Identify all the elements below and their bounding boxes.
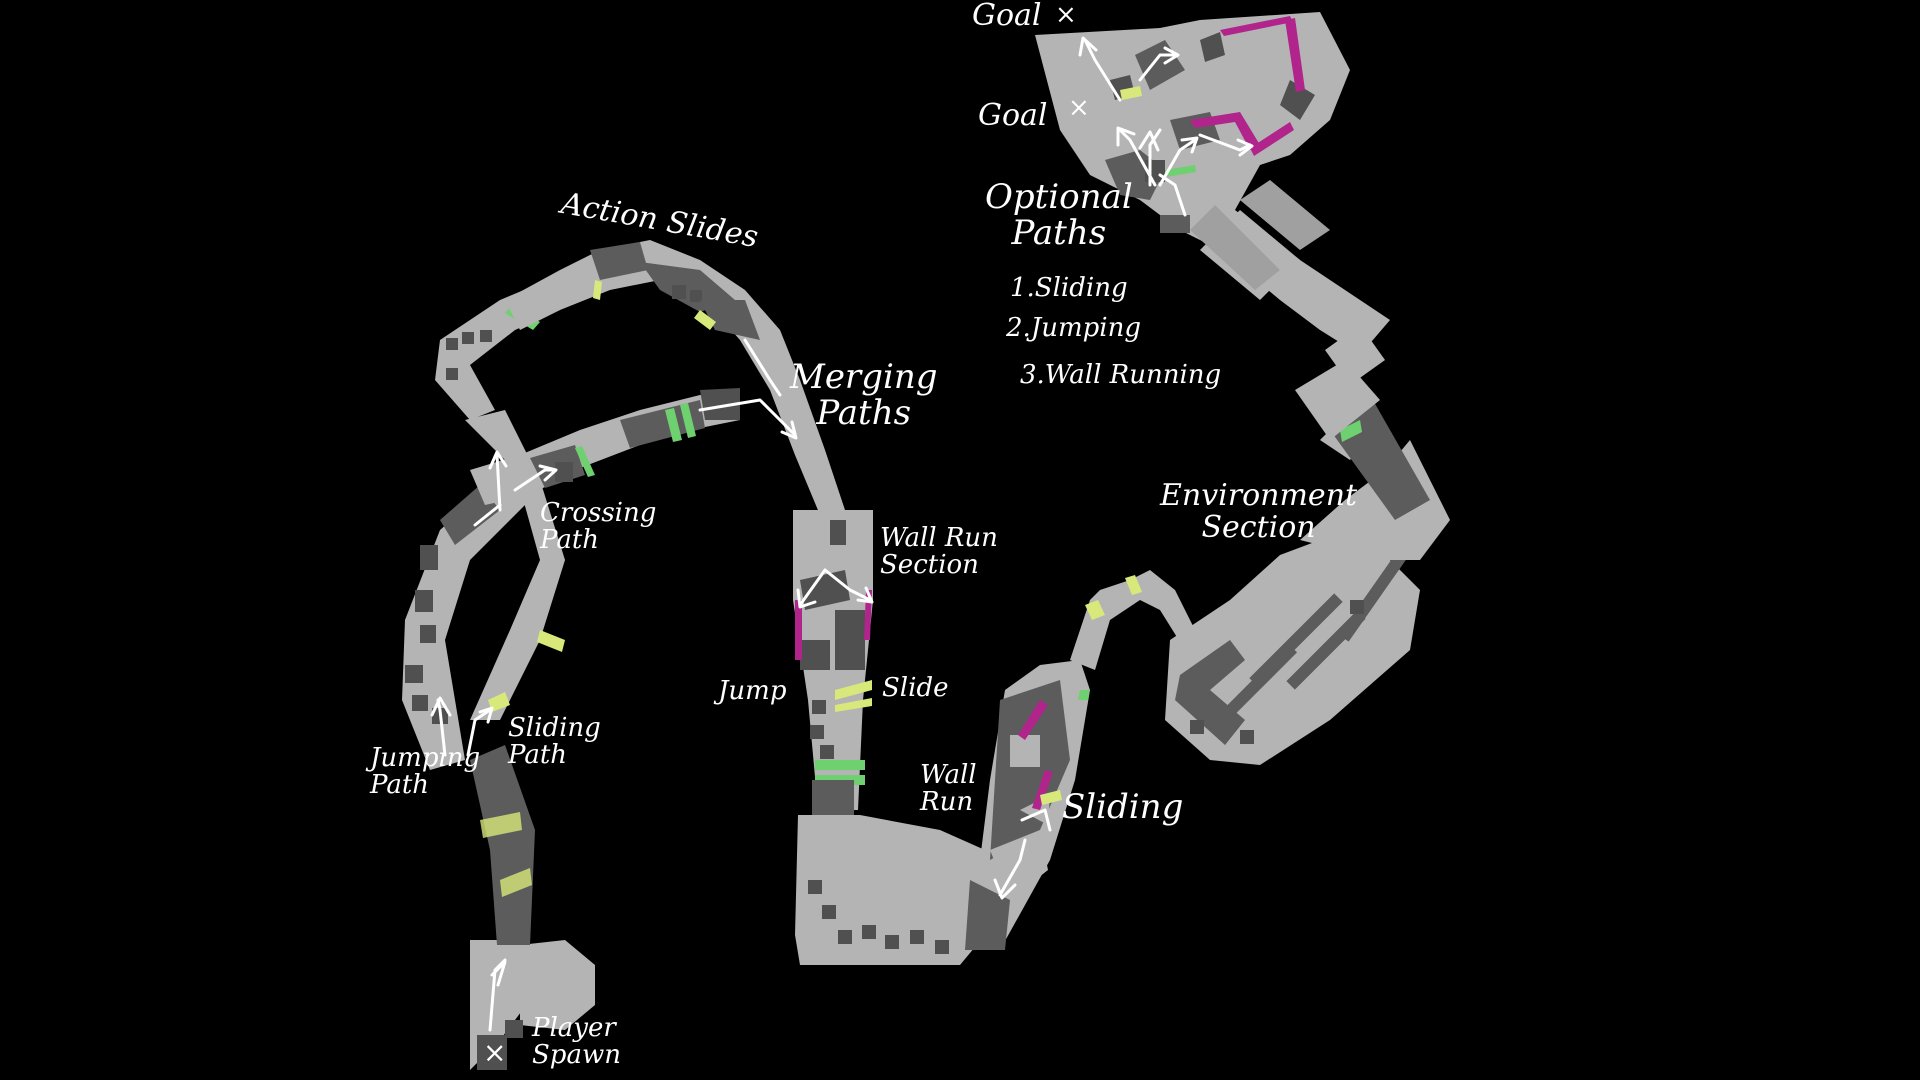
environment-section [1165, 528, 1424, 765]
action-slides-arc [505, 240, 845, 515]
label-jumping-path: Jumping Path [370, 743, 481, 801]
marker-spawn: × [483, 1036, 507, 1069]
label-optional-3: 3.Wall Running [1020, 360, 1222, 390]
label-sliding: Sliding [1062, 787, 1184, 827]
arrow-merge-2 [743, 338, 782, 397]
marker-goal-top: × [1055, 0, 1077, 30]
connector-corridor [1070, 570, 1200, 670]
label-player-spawn: Player Spawn [532, 1013, 621, 1071]
wall-run-section [793, 510, 873, 840]
arrow-crossing-up [495, 453, 502, 512]
label-optional-paths: Optional Paths [985, 177, 1133, 253]
label-goal-top: Goal [972, 0, 1042, 33]
spawn-room [470, 940, 595, 1070]
label-goal-mid: Goal [978, 98, 1048, 133]
arrow-goal-3 [1118, 128, 1157, 187]
arrow-wallrun [798, 568, 872, 607]
marker-goal-mid: × [1068, 93, 1090, 123]
label-environment-section: Environment Section [1160, 478, 1358, 545]
arrow-goal-1 [1148, 128, 1162, 187]
label-sliding-path: Sliding Path [508, 713, 601, 771]
goal-area [1035, 12, 1390, 355]
label-optional-2: 2.Jumping [1006, 313, 1141, 343]
sliding-column [965, 660, 1090, 950]
label-jump: Jump [718, 676, 787, 706]
label-wall-run-section: Wall Run Section [880, 523, 998, 581]
arrow-sliding [466, 708, 492, 757]
label-wall-run: Wall Run [920, 760, 977, 818]
arrow-slide-col [998, 838, 1027, 897]
arrow-goal-4 [1083, 38, 1122, 102]
label-slide: Slide [882, 673, 949, 703]
lower-corridor [470, 745, 535, 945]
arrow-goal-5 [1198, 133, 1252, 152]
label-merging-paths: Merging Paths [790, 357, 938, 433]
arrow-goal-6 [1138, 53, 1177, 82]
label-crossing-path: Crossing Path [540, 498, 657, 556]
arrow-merge-1 [698, 398, 797, 437]
arrow-crossing-left [473, 503, 502, 527]
label-optional-1: 1.Sliding [1010, 273, 1128, 303]
path-arrows [430, 36, 1254, 1032]
arrow-goal-7 [1158, 173, 1187, 217]
arrow-goal-2 [1158, 138, 1197, 187]
bottom-room [795, 815, 985, 965]
